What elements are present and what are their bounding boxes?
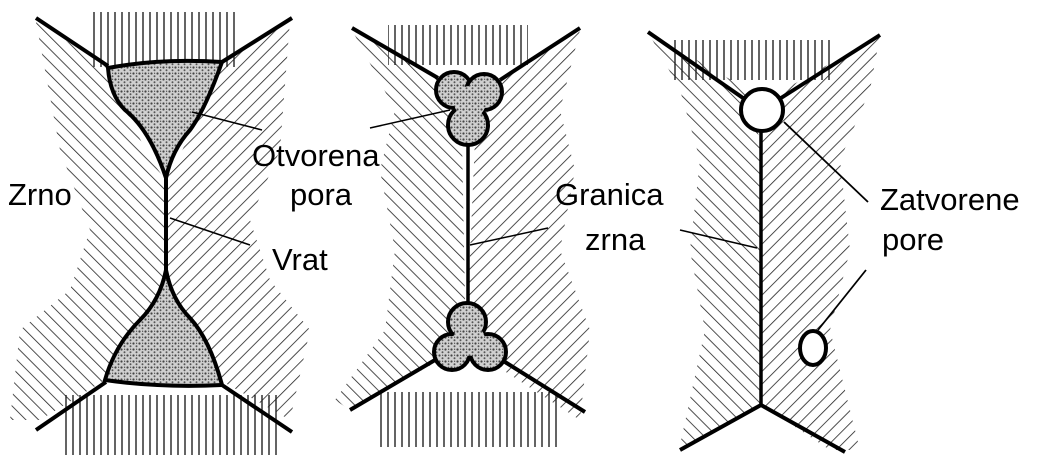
label-zatvorene-line1: Zatvorene: [880, 182, 1020, 217]
label-otvorena-pora-line2: pora: [290, 177, 353, 212]
label-granica-line1: Granica: [555, 177, 664, 212]
label-otvorena-pora-line1: Otvorena: [252, 138, 380, 173]
panel-rounded-pores: [335, 25, 590, 447]
panel-closed-pores: [648, 32, 880, 452]
label-zatvorene-line2: pore: [882, 222, 944, 257]
panel-open-pore-neck: [10, 12, 310, 455]
label-vrat: Vrat: [272, 242, 328, 277]
label-zrno: Zrno: [8, 177, 72, 212]
grain-hatch-top: [90, 12, 240, 67]
closed-pore-isolated: [800, 331, 826, 365]
label-granica-line2: zrna: [585, 222, 646, 257]
grain-left: [648, 32, 760, 445]
closed-pore-top: [741, 89, 783, 131]
grain-hatch-bottom: [380, 392, 560, 447]
